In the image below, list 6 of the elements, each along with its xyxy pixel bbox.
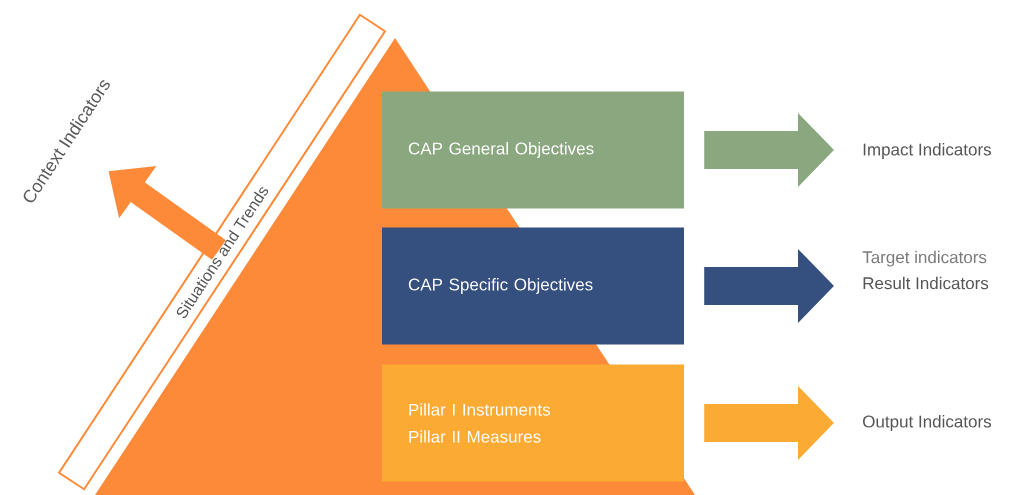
- objective-box: Pillar I Instruments Pillar II Measures: [382, 364, 684, 482]
- objective-box: CAP Specific Objectives: [382, 227, 684, 345]
- indicator-label: Target indicators Result Indicators: [862, 250, 989, 290]
- objective-box: CAP General Objectives: [382, 91, 684, 209]
- indicator-label: Output Indicators: [863, 415, 992, 431]
- indicator-label: Impact Indicators: [863, 143, 991, 159]
